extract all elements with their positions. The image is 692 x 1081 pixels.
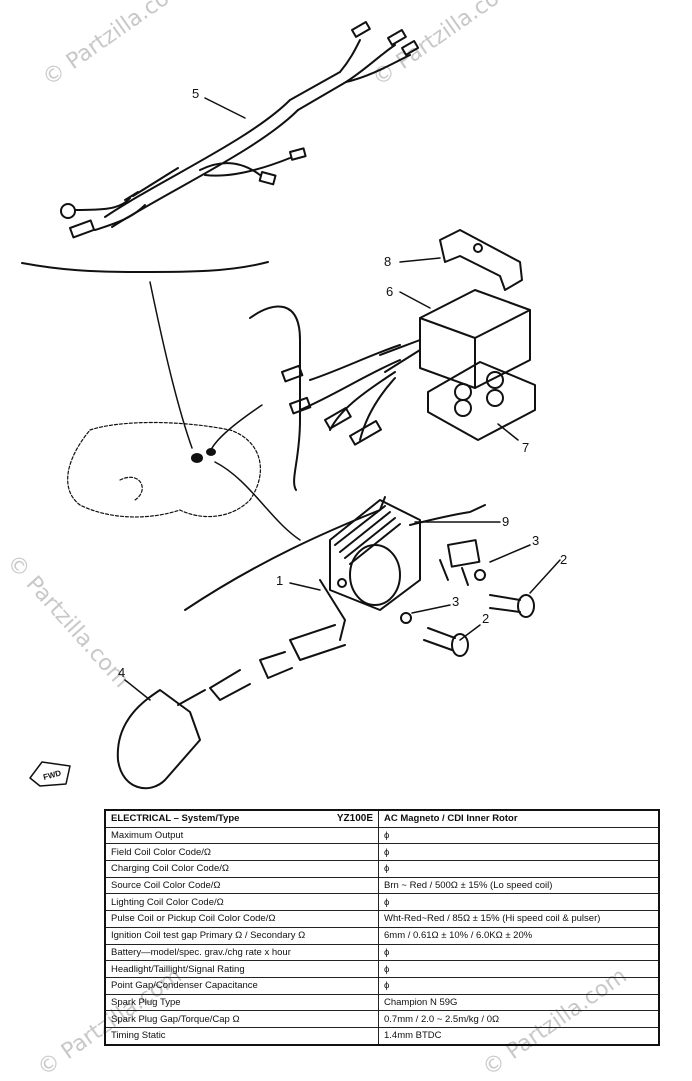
callout-8: 8: [384, 254, 391, 269]
leader-arrow: [149, 281, 193, 449]
fwd-arrow-icon: [29, 761, 71, 787]
callout-3: 3: [452, 594, 459, 609]
row-label: Point Gap/Condenser Capacitance: [104, 976, 379, 995]
row-value: Wht-Red~Red / 85Ω ± 15% (Hi speed coil &…: [378, 910, 660, 928]
row-value: ϕ: [378, 860, 660, 878]
callout-2: 2: [482, 611, 489, 626]
bracket-line: [184, 496, 386, 611]
row-label: Lighting Coil Color Code/Ω: [104, 893, 379, 912]
header-label: ELECTRICAL – System/Type: [111, 813, 240, 825]
callout-1: 1: [276, 573, 283, 588]
model-label: YZ100E: [336, 813, 373, 825]
row-value: 0.7mm / 2.0 ~ 2.5m/kg / 0Ω: [378, 1010, 660, 1028]
row-value: ϕ: [378, 843, 660, 862]
row-label: Timing Static: [104, 1026, 379, 1046]
row-label: Spark Plug Type: [104, 993, 379, 1012]
row-label: Field Coil Color Code/Ω: [104, 843, 379, 862]
bolt-part: [423, 594, 535, 657]
row-label: Headlight/Taillight/Signal Rating: [104, 960, 379, 978]
callout-6: 6: [386, 284, 393, 299]
washer-part: [400, 612, 412, 624]
row-label: Spark Plug Gap/Torque/Cap Ω: [104, 1010, 379, 1028]
callout-3: 3: [532, 533, 539, 548]
cdi-unit-part: [281, 229, 536, 446]
row-label: Pulse Coil or Pickup Coil Color Code/Ω: [104, 910, 379, 928]
row-value: 1.4mm BTDC: [378, 1026, 660, 1046]
leader-arrow: [214, 461, 301, 541]
motorcycle-outline: [67, 421, 261, 518]
plug-cap-part: [116, 624, 346, 790]
row-value: ϕ: [378, 943, 660, 962]
row-label: Charging Coil Color Code/Ω: [104, 860, 379, 878]
table-row: Battery—model/spec. grav./chg rate x hou…: [104, 943, 660, 962]
table-header-row: ELECTRICAL – System/Type YZ100E AC Magne…: [104, 809, 660, 828]
callout-2: 2: [560, 552, 567, 567]
row-label: Maximum Output: [104, 826, 379, 845]
bracket-line: [249, 305, 301, 491]
mount-marker: [206, 448, 216, 456]
row-label: Ignition Coil test gap Primary Ω / Secon…: [104, 926, 379, 945]
row-label: Battery—model/spec. grav./chg rate x hou…: [104, 943, 379, 962]
electrical-spec-table: ELECTRICAL – System/Type YZ100E AC Magne…: [104, 809, 660, 1046]
row-value: Brn ~ Red / 500Ω ± 15% (Lo speed coil): [378, 876, 660, 895]
row-value: ϕ: [378, 976, 660, 995]
leader-line: [204, 97, 246, 119]
fwd-label: FWD: [42, 768, 62, 781]
connector-part: [439, 539, 481, 586]
bracket-line: [21, 261, 269, 273]
row-value: ϕ: [378, 960, 660, 978]
callout-4: 4: [118, 665, 125, 680]
row-value: Champion N 59G: [378, 993, 660, 1012]
callout-5: 5: [192, 86, 199, 101]
mount-marker: [191, 453, 203, 463]
callout-9: 9: [502, 514, 509, 529]
row-label: Source Coil Color Code/Ω: [104, 876, 379, 895]
callout-7: 7: [522, 440, 529, 455]
row-value: ϕ: [378, 826, 660, 845]
header-value: AC Magneto / CDI Inner Rotor: [378, 809, 660, 828]
ignition-coil-part: [319, 499, 486, 641]
row-value: 6mm / 0.61Ω ± 10% / 6.0KΩ ± 20%: [378, 926, 660, 945]
leader-arrow: [211, 404, 263, 449]
row-value: ϕ: [378, 893, 660, 912]
wire-harness-part: [60, 21, 420, 239]
washer-part: [474, 569, 486, 581]
table-row: Ignition Coil test gap Primary Ω / Secon…: [104, 926, 660, 945]
